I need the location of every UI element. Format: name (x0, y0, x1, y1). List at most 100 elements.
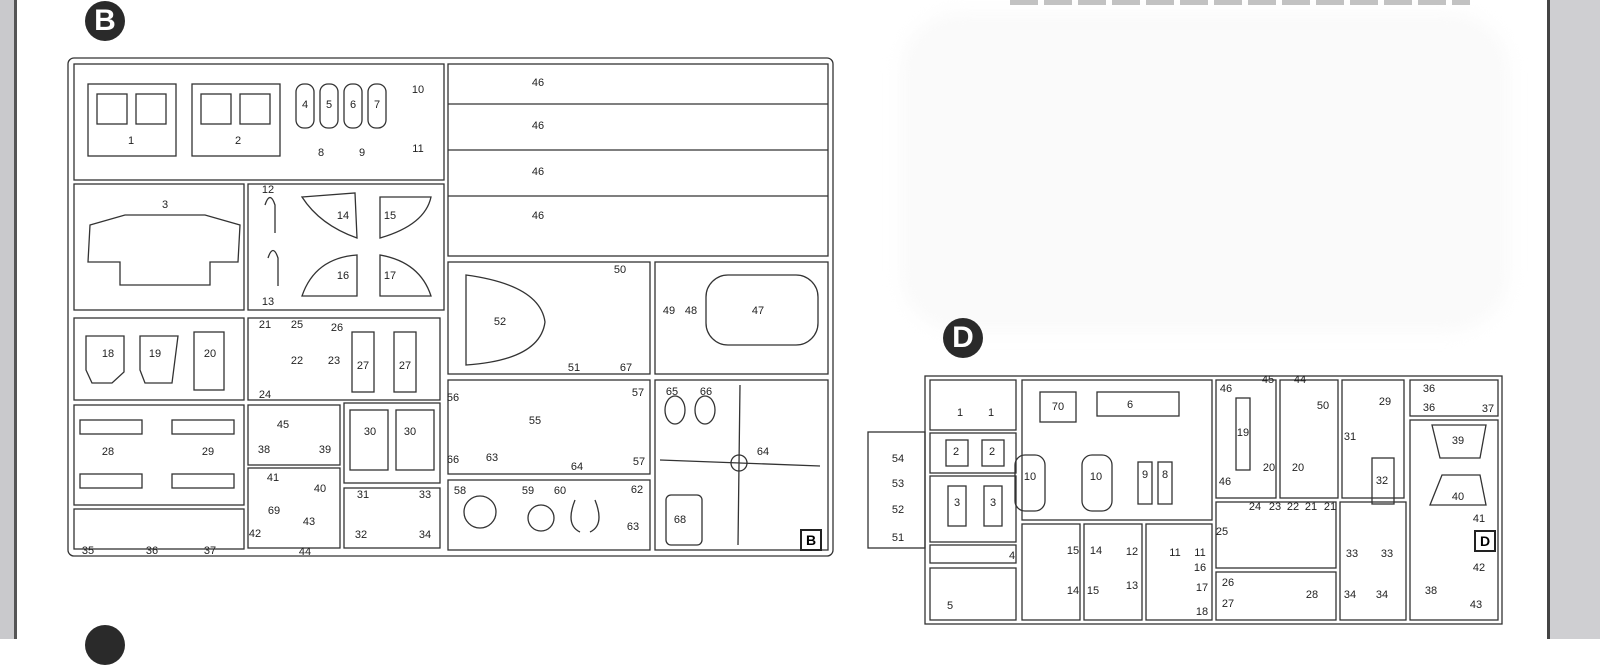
part-number: 47 (751, 305, 765, 317)
sprue-b-tag: B (800, 529, 822, 551)
part-number: 21 (1304, 501, 1318, 513)
part-number: 52 (493, 316, 507, 328)
part-number: 27 (398, 360, 412, 372)
part-number: 56 (446, 392, 460, 404)
part-number: 41 (266, 472, 280, 484)
faint-caption-line (1010, 0, 1470, 5)
part-number: 62 (630, 484, 644, 496)
part-number: 57 (631, 387, 645, 399)
part-number: 67 (619, 362, 633, 374)
part-number: 69 (267, 505, 281, 517)
part-number: 16 (336, 270, 350, 282)
part-number: 20 (1291, 462, 1305, 474)
part-number: 53 (891, 478, 905, 490)
part-number: 7 (373, 99, 381, 111)
part-number: 27 (1221, 598, 1235, 610)
part-number: 38 (257, 444, 271, 456)
part-number: 66 (446, 454, 460, 466)
part-number: 12 (1125, 546, 1139, 558)
part-number: 11 (412, 143, 424, 155)
part-number: 29 (1378, 396, 1392, 408)
part-number: 60 (553, 485, 567, 497)
part-number: 27 (356, 360, 370, 372)
part-number: 10 (1089, 471, 1103, 483)
part-number: 13 (1125, 580, 1139, 592)
part-number: 50 (613, 264, 627, 276)
part-number: 42 (1472, 562, 1486, 574)
part-number: 28 (101, 446, 115, 458)
part-number: 13 (261, 296, 275, 308)
part-number: 25 (290, 319, 304, 331)
part-number: 64 (570, 461, 584, 473)
part-number: 54 (891, 453, 905, 465)
part-number: 59 (521, 485, 535, 497)
part-number: 51 (891, 532, 905, 544)
part-number: 63 (485, 452, 499, 464)
part-number: 64 (756, 446, 770, 458)
part-number: 44 (1293, 374, 1307, 386)
part-number: 18 (1195, 606, 1209, 618)
part-number: 55 (528, 415, 542, 427)
part-number: 33 (1345, 548, 1359, 560)
part-number: 26 (330, 322, 344, 334)
part-number: 29 (201, 446, 215, 458)
part-number: 34 (1343, 589, 1357, 601)
part-number: 37 (1481, 403, 1495, 415)
part-number: 3 (953, 497, 961, 509)
part-number: 10 (411, 84, 425, 96)
part-number: 28 (1305, 589, 1319, 601)
part-number: 48 (684, 305, 698, 317)
part-number: 14 (1066, 585, 1080, 597)
part-number: 33 (1380, 548, 1394, 560)
part-number: 3 (989, 497, 997, 509)
sprue-d-tag: D (1474, 530, 1496, 552)
part-number: 36 (145, 545, 159, 557)
part-number: 43 (302, 516, 316, 528)
part-number: 44 (298, 546, 312, 558)
part-number: 1 (127, 135, 135, 147)
page-right-edge (1547, 0, 1600, 639)
part-number: 14 (1089, 545, 1103, 557)
part-number: 52 (891, 504, 905, 516)
part-number: 21 (1323, 501, 1337, 513)
part-number: 8 (317, 147, 325, 159)
part-number: 17 (383, 270, 397, 282)
part-number: 3 (161, 199, 169, 211)
part-number: 24 (1248, 501, 1262, 513)
part-number: 31 (356, 489, 370, 501)
part-number: 19 (1236, 427, 1250, 439)
sprue-b-frame (67, 57, 834, 557)
part-number: 46 (531, 166, 545, 178)
part-number: 34 (418, 529, 432, 541)
part-number: 68 (673, 514, 687, 526)
part-number: 41 (1472, 513, 1486, 525)
part-number: 49 (662, 305, 676, 317)
part-number: 37 (203, 545, 217, 557)
part-number: 15 (1086, 585, 1100, 597)
part-number: 45 (1261, 374, 1275, 386)
page-left-edge (0, 0, 17, 639)
part-number: 23 (327, 355, 341, 367)
part-number: 51 (567, 362, 581, 374)
part-number: 57 (632, 456, 646, 468)
part-number: 11 (1194, 547, 1206, 559)
part-number: 9 (358, 147, 366, 159)
part-number: 36 (1422, 402, 1436, 414)
part-number: 16 (1193, 562, 1207, 574)
part-number: 30 (363, 426, 377, 438)
part-number: 32 (354, 529, 368, 541)
part-number: 4 (301, 99, 309, 111)
part-number: 46 (531, 120, 545, 132)
blurred-region (900, 12, 1510, 332)
part-number: 46 (1218, 476, 1232, 488)
part-number: 24 (258, 389, 272, 401)
part-number: 58 (453, 485, 467, 497)
part-number: 46 (1219, 383, 1233, 395)
part-number: 45 (276, 419, 290, 431)
part-number: 4 (1008, 550, 1016, 562)
part-number: 31 (1343, 431, 1357, 443)
part-number: 38 (1424, 585, 1438, 597)
sprue-b-marker: B (85, 1, 125, 41)
part-number: 6 (1126, 399, 1134, 411)
part-number: 35 (81, 545, 95, 557)
